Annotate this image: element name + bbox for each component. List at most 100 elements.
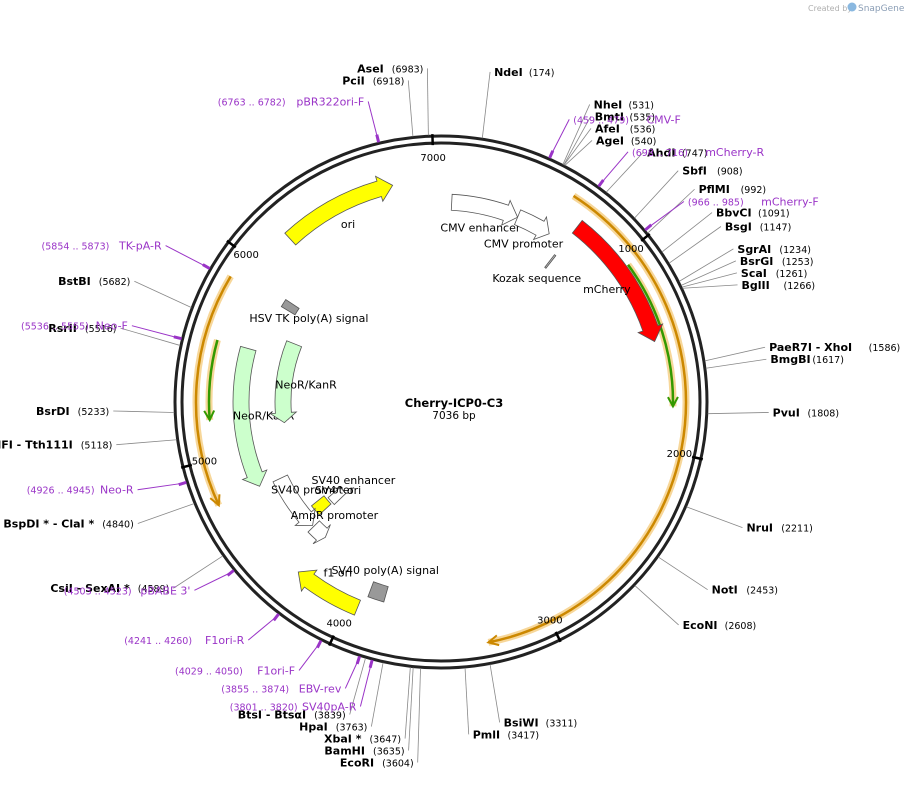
restriction-site: NruI (2211) xyxy=(686,506,813,535)
site-name: AseI xyxy=(357,62,384,75)
site-leader-line xyxy=(489,664,501,723)
primer-annotations: pBR322ori-F(6763 .. 6782)CMV-F(459 .. 47… xyxy=(21,95,819,713)
plasmid-name: Cherry-ICP0-C3 xyxy=(405,396,503,410)
orf-arrowhead xyxy=(667,396,679,409)
primer-leader-line xyxy=(131,325,179,339)
site-position: (5118) xyxy=(81,441,113,452)
restriction-site: BamHI(3635) xyxy=(324,667,414,758)
site-position: (2211) xyxy=(781,524,813,535)
restriction-site: BspDI * - ClaI *(4840) xyxy=(3,503,195,531)
restriction-site: PvuI(1808) xyxy=(707,406,839,419)
site-name: RsrII xyxy=(48,322,77,335)
primer: EBV-rev(3855 .. 3874) xyxy=(221,655,362,695)
site-leader-line xyxy=(605,152,644,193)
site-name: NdeI xyxy=(494,66,523,79)
site-name: EcoNI xyxy=(683,619,718,632)
primer-range: (966 .. 985) xyxy=(688,197,744,208)
site-leader-line xyxy=(682,284,738,289)
backbone-inner-ring xyxy=(180,141,702,663)
primer-range: (4241 .. 4260) xyxy=(124,636,192,647)
primer-range: (5854 .. 5873) xyxy=(42,242,110,253)
site-leader-line xyxy=(113,410,175,413)
site-name: SgrAI xyxy=(737,243,771,256)
site-leader-line xyxy=(658,556,708,591)
primer: SV40pA-R(3801 .. 3820) xyxy=(230,659,374,713)
primer-leader-line xyxy=(298,642,321,671)
site-position: (5233) xyxy=(78,407,110,418)
site-position: (1261) xyxy=(776,269,808,280)
feature-cmv-enhancer xyxy=(450,193,519,226)
site-name: NotI xyxy=(712,584,738,597)
site-position: (2608) xyxy=(725,621,757,632)
site-position: (531) xyxy=(628,100,654,111)
primer-name: pBABE 3' xyxy=(140,584,190,597)
primer-range: (3855 .. 3874) xyxy=(221,684,289,695)
restriction-site: PflFI - Tth111I(5118) xyxy=(0,439,177,452)
ruler-tick-label: 7000 xyxy=(420,153,445,164)
site-name: BsrGI xyxy=(740,255,773,268)
feature-sv40-poly-a-signal xyxy=(367,581,389,603)
site-name: SbfI xyxy=(682,165,707,178)
primer-name: F1ori-R xyxy=(205,634,245,647)
site-leader-line xyxy=(426,68,429,136)
site-leader-line xyxy=(564,140,593,166)
site-name: EcoRI xyxy=(340,757,374,770)
feature-neor-kanr xyxy=(269,340,303,424)
site-position: (747) xyxy=(682,148,708,159)
ruler-tick-label: 4000 xyxy=(326,619,351,630)
primer-name: mCherry-R xyxy=(705,146,764,159)
site-name: BstBI xyxy=(58,275,91,288)
site-name: BbvCI xyxy=(716,207,752,220)
ruler-tick xyxy=(180,463,193,469)
restriction-site: ScaI (1261) xyxy=(681,267,808,288)
site-position: (536) xyxy=(630,124,656,135)
restriction-site: BsrDI(5233) xyxy=(36,405,175,418)
site-position: (1147) xyxy=(760,222,792,233)
restriction-site: EcoNI (2608) xyxy=(634,585,757,632)
restriction-site: SbfI(908) xyxy=(634,165,743,219)
restriction-site: EcoRI(3604) xyxy=(340,668,421,770)
orf-arc xyxy=(488,194,688,644)
primer: F1ori-F(4029 .. 4050) xyxy=(175,639,323,677)
site-position: (1617) xyxy=(812,355,844,366)
primer: F1ori-R (4241 .. 4260) xyxy=(124,613,280,647)
restriction-site: CsiI - SexAI * (4589) xyxy=(50,555,224,595)
primer: mCherry-F (966 .. 985) xyxy=(644,195,819,232)
restriction-site: BsrGI(1253) xyxy=(681,255,813,286)
primer-name: pBR322ori-F xyxy=(296,95,364,108)
ruler-tick-label: 3000 xyxy=(537,615,562,626)
site-position: (174) xyxy=(529,68,555,79)
orf-arc xyxy=(627,263,675,407)
site-position: (4589) xyxy=(138,584,170,595)
site-leader-line xyxy=(407,80,414,137)
site-leader-line xyxy=(634,170,679,219)
site-name: CsiI - SexAI * xyxy=(50,582,130,595)
restriction-site: BsiWI (3311) xyxy=(489,664,578,729)
feature-label: SV40 enhancer xyxy=(312,474,396,487)
primer-leader-line xyxy=(165,245,208,268)
site-position: (1091) xyxy=(758,209,790,220)
restriction-site: HpaI(3763) xyxy=(299,662,384,734)
orf-arrowhead xyxy=(486,634,500,647)
site-name: BsiWI xyxy=(504,716,539,729)
ruler-tick xyxy=(226,239,237,249)
site-name: ScaI xyxy=(741,267,767,280)
site-position: (3311) xyxy=(546,718,578,729)
primer: pBABE 3' (4503 .. 4523) xyxy=(64,569,235,597)
site-name: NruI xyxy=(746,522,773,535)
restriction-site: NheI(531) xyxy=(562,98,654,165)
primer-leader-line xyxy=(137,482,184,491)
restriction-site: PaeR7I - XhoI(1586) xyxy=(704,341,900,362)
primer-name: mCherry-F xyxy=(761,195,819,208)
restriction-site: AgeI(540) xyxy=(564,134,656,166)
primer-range: (4503 .. 4523) xyxy=(64,586,132,597)
snapgene-logo-icon xyxy=(847,2,857,12)
site-position: (535) xyxy=(630,112,656,123)
site-leader-line xyxy=(120,327,181,346)
feature-hsv-tk-poly-a-signal xyxy=(280,299,300,316)
site-name: AfeI xyxy=(595,122,620,135)
site-position: (5682) xyxy=(99,277,131,288)
ruler-tick-label: 6000 xyxy=(233,250,258,261)
site-position: (1234) xyxy=(779,245,811,256)
